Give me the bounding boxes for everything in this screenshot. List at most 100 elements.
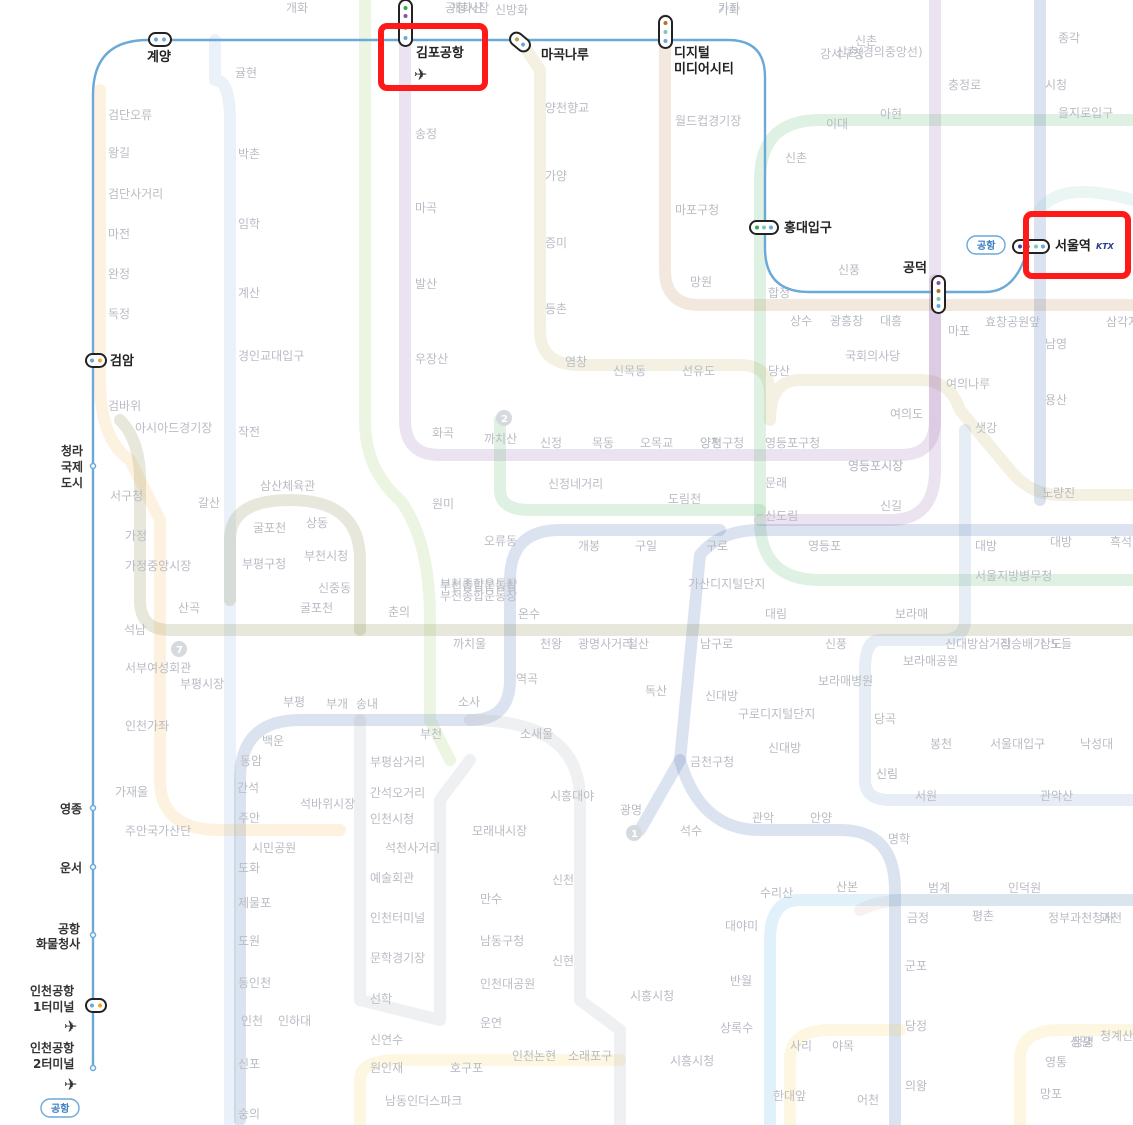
station-hongik-label[interactable]: 홍대입구 (784, 220, 832, 236)
bg-label: 원인재 (370, 1061, 403, 1075)
bg-label: 대흥 (880, 314, 902, 328)
bg-label: 가화 (718, 3, 740, 17)
station-t2-label-2[interactable]: 2터미널 (33, 1056, 74, 1071)
svg-text:7: 7 (176, 645, 183, 656)
bg-label: 도원 (238, 934, 260, 948)
bg-label: 보라매 (895, 607, 928, 621)
bg-label: 군포 (905, 959, 927, 973)
bg-label: 완정 (108, 267, 130, 281)
bg-label: 검바위 (108, 399, 141, 413)
transfer-geomam[interactable] (85, 353, 107, 368)
bg-label: 서원 (915, 789, 937, 803)
bg-label: 시흥시청 (630, 989, 674, 1003)
bg-label: 상갈 (1070, 1035, 1092, 1049)
bg-label: 샛강 (975, 421, 997, 435)
bg-label: 신정네거리 (548, 477, 603, 491)
bg-label: 여의나루 (946, 377, 990, 391)
bg-label: 삼산체육관 (260, 479, 315, 493)
bg-label: 사리 (790, 1039, 812, 1053)
bg-label: 서울지방병무청 (975, 569, 1052, 583)
station-cheongna-label-2[interactable]: 국제 (61, 460, 83, 474)
station-geomam-label[interactable]: 검암 (110, 353, 134, 369)
transfer-t1[interactable] (85, 998, 107, 1013)
bg-label: 종각 (1058, 31, 1080, 45)
station-cheongna-label-3[interactable]: 도시 (61, 476, 83, 490)
background-lines (94, 0, 1133, 1125)
bg-label: 남동구청 (480, 934, 524, 948)
bg-label: 합정 (768, 286, 790, 300)
bg-label: 제물포 (238, 896, 271, 910)
gray-path (354, 714, 476, 1026)
bg-label: 독정 (108, 307, 130, 321)
bg-label: 대방 (975, 539, 997, 553)
station-t1-label-1[interactable]: 인천공항 (30, 983, 74, 998)
station-yeongjong-label[interactable]: 영종 (60, 801, 82, 816)
bg-label: 경인교대입구 (238, 349, 304, 363)
station-seoul-label[interactable]: 서울역 (1055, 238, 1091, 254)
bg-label: 신길 (880, 499, 902, 513)
bg-label: 굴포천 (300, 600, 333, 615)
station-labels: 계양 김포공항 ✈ 마곡나루 디지털 미디어시티 홍대입구 공덕 서울역 KTX… (30, 45, 1115, 1094)
bg-label: 평촌 (972, 909, 994, 923)
bg-label: 신촌 (855, 34, 877, 48)
bg-label: 왕길 (108, 146, 130, 160)
stop-marker-unseo (89, 863, 97, 871)
bg-label: 영등포 (808, 539, 841, 553)
bg-label: 관악 (752, 811, 774, 825)
bg-label: 인천가좌 (125, 718, 169, 733)
bg-label: 마포 (948, 324, 970, 338)
station-gongdeok-label[interactable]: 공덕 (903, 260, 927, 276)
incheon2-path (94, 84, 346, 836)
suin-path (354, 1054, 626, 1125)
station-cargo-label-1[interactable]: 공항 (58, 921, 80, 936)
bg-label: 공항시장 (445, 1, 489, 15)
bg-label: 개봉 (578, 539, 600, 553)
bg-label: 국회의사당 (845, 349, 900, 363)
bg-label: 주안국가산단 (125, 824, 191, 838)
bg-label: 어천 (857, 1092, 879, 1107)
ktx-badge: KTX (1096, 242, 1115, 251)
bg-label: 상도 (1040, 637, 1062, 651)
station-gyeyang-label[interactable]: 계양 (147, 50, 171, 65)
transfer-magongnaru[interactable] (507, 30, 532, 54)
station-dmc-label-2[interactable]: 미디어시티 (674, 61, 734, 77)
seohae-path (359, 0, 456, 766)
bg-label: 남구로 (700, 637, 733, 651)
bg-label: 신림 (876, 767, 898, 781)
transfer-gongdeok[interactable] (931, 275, 946, 314)
station-t2-label-1[interactable]: 인천공항 (30, 1040, 74, 1055)
station-t1-label-2[interactable]: 1터미널 (33, 999, 74, 1014)
bg-label: 보라매병원 (818, 674, 873, 688)
stop-marker-t2 (89, 1064, 97, 1072)
transfer-seoul[interactable] (1012, 239, 1050, 254)
bg-label: 장승배기 (1000, 637, 1044, 651)
bg-label: 작전 (238, 425, 260, 439)
bg-label: 영통 (1045, 1055, 1067, 1069)
line6-path (659, 14, 1133, 311)
station-dmc-label-1[interactable]: 디지털 (674, 45, 710, 61)
bg-label: 신대방 (768, 741, 801, 755)
bg-label: 청명 (1072, 1035, 1094, 1049)
bg-label: 을지로입구 (1058, 106, 1113, 120)
bg-label: 노량진 (1042, 486, 1075, 500)
bg-label: 관악산 (1040, 789, 1073, 803)
transfer-gyeyang[interactable] (148, 32, 172, 47)
bg-label: 강서구청 (820, 47, 864, 61)
bg-label: 상동 (306, 516, 328, 530)
bg-label: 구로 (706, 539, 728, 553)
bg-label: 부천종합운동장 (440, 588, 517, 603)
bg-label: 광명사거리 (578, 637, 633, 651)
bg-label: 부천종합운동장 (440, 576, 517, 591)
station-gimpo-airport-label[interactable]: 김포공항 (416, 45, 464, 61)
station-cheongna-label-1[interactable]: 청라 (61, 443, 83, 458)
station-cargo-label-2[interactable]: 화물청사 (36, 936, 80, 951)
station-unseo-label[interactable]: 운서 (60, 860, 82, 875)
bg-label: 백운 (262, 734, 284, 748)
line9-path (514, 34, 1133, 501)
transfer-hongik[interactable] (749, 220, 779, 235)
station-magongnaru-label[interactable]: 마곡나루 (541, 47, 589, 63)
bg-label: 인천논현 (512, 1048, 556, 1063)
svg-text:1: 1 (631, 829, 638, 840)
transfer-dmc[interactable] (658, 15, 673, 49)
bg-label: 양천향교 (545, 100, 589, 115)
